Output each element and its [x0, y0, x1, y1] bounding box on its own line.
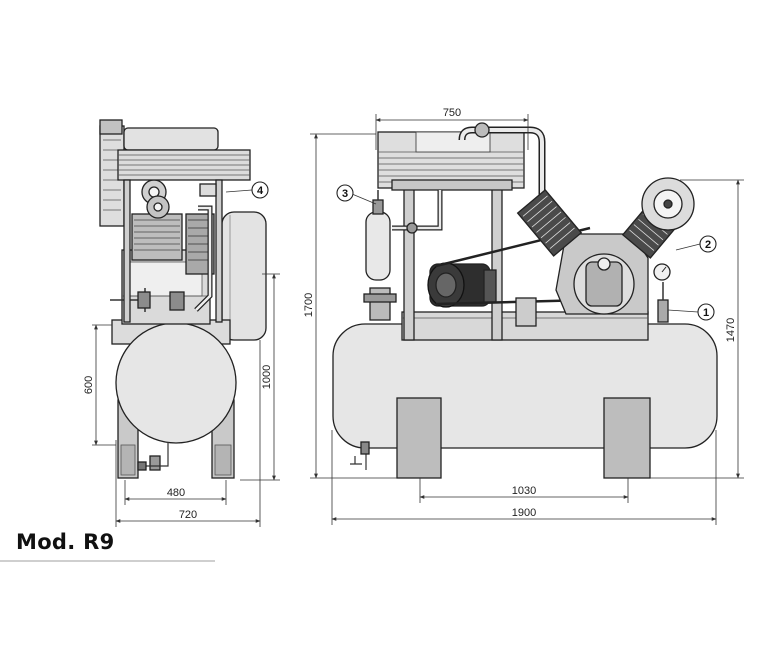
front-valve-block: [369, 287, 391, 321]
dim-height-tank: 1000: [261, 365, 273, 389]
callout-2: 2: [675, 235, 717, 253]
side-view: [99, 119, 267, 479]
front-view: [332, 122, 718, 479]
dim-feet-spacing: 1030: [512, 485, 536, 497]
side-foot-right-inner: [214, 444, 232, 476]
svg-text:2: 2: [705, 239, 711, 251]
dim-length-total: 1900: [512, 507, 536, 519]
callout-1: 1: [667, 303, 715, 321]
dim-frame-width: 750: [443, 107, 461, 119]
front-foot-left: [396, 397, 442, 479]
model-label-underline: [0, 560, 215, 562]
model-label: Mod. R9: [16, 530, 115, 554]
callout-3: 3: [336, 184, 377, 205]
front-cylinder-left: [516, 189, 583, 257]
svg-text:3: 3: [342, 188, 348, 200]
dim-height-total: 1700: [303, 293, 315, 317]
svg-text:1: 1: [703, 307, 709, 319]
side-view-dimensions: [92, 273, 280, 527]
side-cylinder: [131, 213, 183, 261]
dim-width-feet: 480: [167, 487, 185, 499]
dim-height-pump: 1470: [725, 318, 737, 342]
front-upright-right: [491, 187, 503, 341]
callout-4: 4: [225, 181, 269, 199]
side-frame-right: [215, 179, 223, 323]
dim-width-total: 720: [179, 509, 197, 521]
side-tank: [115, 322, 237, 444]
front-filter: [365, 211, 391, 281]
side-drain-valve: [149, 455, 161, 471]
dim-tank-diameter: 600: [83, 376, 95, 394]
front-safety-valve: [657, 299, 669, 323]
side-foot-left-inner: [120, 444, 136, 476]
front-foot-right: [603, 397, 651, 479]
side-frame-left: [123, 179, 131, 323]
front-view-dimensions: [310, 114, 744, 525]
side-cooler-top: [123, 127, 219, 151]
front-tank: [332, 323, 718, 449]
front-upright-left: [403, 187, 415, 341]
front-pressure-switch: [515, 297, 537, 327]
svg-text:4: 4: [257, 185, 264, 197]
